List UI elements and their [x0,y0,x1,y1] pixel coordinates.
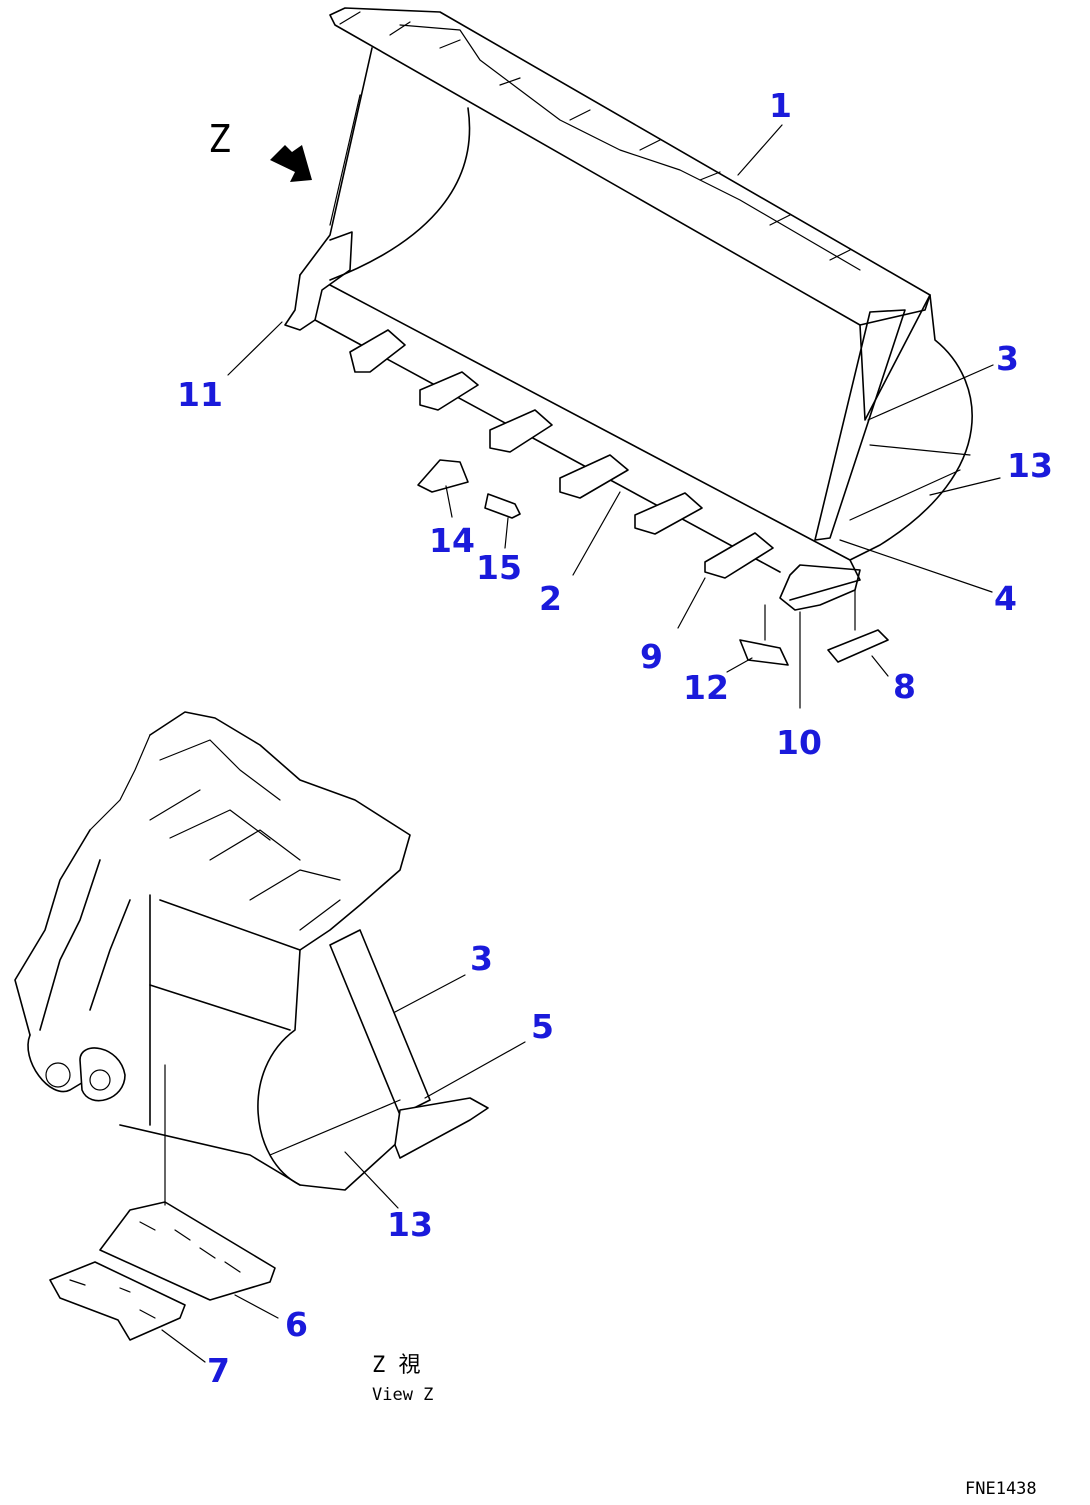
callout-13-view-z: 13 [387,1205,433,1244]
edge-plate-12 [739,639,789,666]
tooth-point [417,459,469,493]
callout-8: 8 [893,667,916,706]
callout-5: 5 [531,1007,554,1046]
view-caption-jp: Z 視 [372,1353,421,1378]
side-cutter-arm [329,929,431,1116]
view-caption-en: View Z [372,1385,433,1405]
callout-3: 3 [996,339,1019,378]
callout-6: 6 [285,1305,308,1344]
wear-plate-7 [49,1261,186,1341]
view-arrow [270,145,312,182]
pivot-boss [79,1047,126,1102]
bucket-view-z [14,711,526,1363]
leader-lines [227,124,1001,709]
callout-1: 1 [769,86,792,125]
edge-plate-8 [827,629,889,663]
callout-11: 11 [177,375,223,414]
callout-3-view-z: 3 [470,939,493,978]
view-arrow-label: Z [208,117,231,161]
callout-15: 15 [476,548,522,587]
tooth-pin [484,493,521,519]
tooth-adapters [349,329,774,579]
callout-9: 9 [640,637,663,676]
callouts: 1 2 3 4 8 9 10 11 12 13 14 15 3 5 13 6 7 [177,86,1053,1390]
bucket-main-view [227,7,1001,709]
callout-4: 4 [994,579,1017,618]
drawing-code: FNE1438 [965,1479,1037,1499]
callout-12: 12 [683,668,729,707]
leader-lines-view-z [161,974,526,1363]
callout-2: 2 [539,579,562,618]
callout-10: 10 [776,723,822,762]
side-edge-5 [394,1097,489,1159]
callout-14: 14 [429,521,475,560]
callout-7: 7 [207,1351,230,1390]
callout-13: 13 [1007,446,1053,485]
